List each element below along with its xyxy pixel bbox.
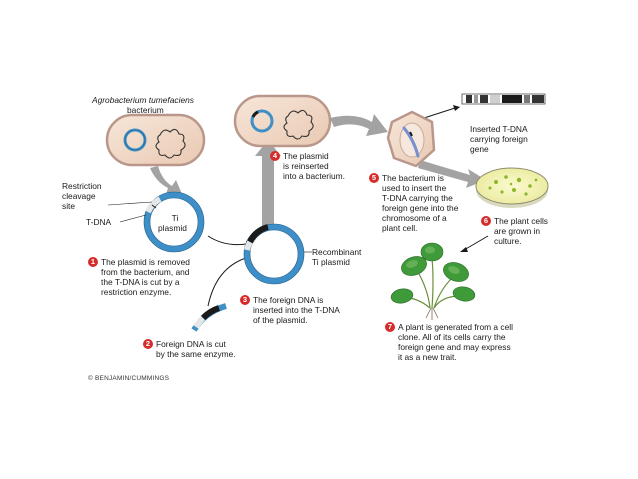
step-6-badge: 6 (481, 216, 491, 226)
publisher-credit: © BENJAMIN/CUMMINGS (88, 375, 170, 382)
step-3: 3 The foreign DNA is inserted into the T… (240, 295, 340, 325)
step-7: 7 A plant is generated from a cell clone… (385, 322, 513, 362)
step-2-line: by the same enzyme. (156, 349, 236, 359)
step-5-badge: 5 (369, 173, 379, 183)
arrow-reinsert-plasmid (255, 140, 281, 228)
step-7-line: it as a new trait. (398, 352, 457, 362)
step-5-line: The bacterium is (382, 173, 444, 183)
step-3-line: of the plasmid. (253, 315, 308, 325)
tdna-label: T-DNA (86, 217, 112, 227)
step-4: 4 The plasmid is reinserted into a bacte… (270, 151, 345, 181)
step-7-line: A plant is generated from a cell (398, 322, 513, 332)
step-7-badge: 7 (385, 322, 395, 332)
step-4-line: is reinserted (283, 161, 329, 171)
bacterium-label: bacterium (127, 105, 164, 115)
step-1-line: The plasmid is removed (101, 257, 190, 267)
arrow-foreign-dna-to-recombinant (207, 257, 247, 307)
culture-dish (475, 167, 549, 208)
step-5-line: used to insert the (382, 183, 447, 193)
step-4-line: The plasmid (283, 151, 329, 161)
step-7-line: clone. All of its cells carry the (398, 332, 506, 342)
inserted-foreign-dna (247, 224, 269, 244)
step-5-line: T-DNA carrying the (382, 193, 453, 203)
plant-chromosome (402, 126, 420, 158)
step-6-line: The plant cells (494, 216, 548, 226)
step-2-line: Foreign DNA is cut (156, 339, 226, 349)
step-5-line: foreign gene into the (382, 203, 459, 213)
inserted-tdna-label-2: carrying foreign (470, 134, 528, 144)
step-3-line: inserted into the T-DNA (253, 305, 340, 315)
step-6: 6 The plant cells are grown in culture. (481, 216, 548, 246)
arrow-bacterium-to-plant-cell (330, 114, 388, 136)
step-2-badge: 2 (143, 339, 153, 349)
recombinant-plasmid (243, 223, 312, 285)
inserted-tdna-label-3: gene (470, 144, 489, 154)
agrobacterium-label: Agrobacterium tumefaciens (92, 95, 194, 105)
step-3-line: The foreign DNA is (253, 295, 324, 305)
step-4-badge: 4 (270, 151, 280, 161)
step-1: 1 The plasmid is removed from the bacter… (88, 257, 190, 297)
process-arrows (150, 114, 486, 228)
step-5: 5 The bacterium is used to insert the T-… (369, 173, 458, 233)
restriction-label-1: Restriction (62, 181, 102, 191)
arrow-culture-to-plant (463, 235, 489, 251)
step-1-line: the T-DNA is cut by a (101, 277, 180, 287)
step-1-line: from the bacterium, and (101, 267, 190, 277)
restriction-label-3: site (62, 201, 76, 211)
step-6-line: are grown in (494, 226, 541, 236)
tdna-region (145, 196, 162, 214)
arrow-cell-to-inserted-dna (423, 107, 456, 119)
foreign-dna-fragment (191, 303, 227, 332)
transgenic-plant (390, 242, 476, 320)
step-3-badge: 3 (240, 295, 250, 305)
step-1-badge: 1 (88, 257, 98, 267)
ti-plasmid-label-2: plasmid (158, 223, 187, 233)
bacterium-original (105, 113, 206, 167)
ti-plasmid-label-1: Ti (171, 213, 179, 223)
step-7-line: foreign gene and may express (398, 342, 511, 352)
recombinant-label-2: Ti plasmid (312, 257, 350, 267)
step-6-line: culture. (494, 236, 522, 246)
step-4-line: into a bacterium. (283, 171, 345, 181)
bacterial-chromosome (155, 128, 186, 159)
arrow-ti-to-recombinant (207, 235, 247, 246)
inserted-tdna-label-1: Inserted T-DNA (470, 124, 528, 134)
arrow-extract-plasmid (150, 166, 182, 194)
restriction-label-2: cleavage (62, 191, 96, 201)
ti-plasmid (107, 191, 205, 253)
recombinant-label-1: Recombinant (312, 247, 362, 257)
step-1-line: restriction enzyme. (101, 287, 172, 297)
step-5-line: chromosome of a (382, 213, 447, 223)
bacterium-recombinant (233, 94, 332, 148)
inserted-tdna-strand (461, 93, 546, 105)
plant-cell (386, 110, 436, 168)
step-2: 2 Foreign DNA is cut by the same enzyme. (143, 339, 236, 359)
arrow-cell-to-culture (418, 160, 486, 188)
step-5-line: plant cell. (382, 223, 418, 233)
